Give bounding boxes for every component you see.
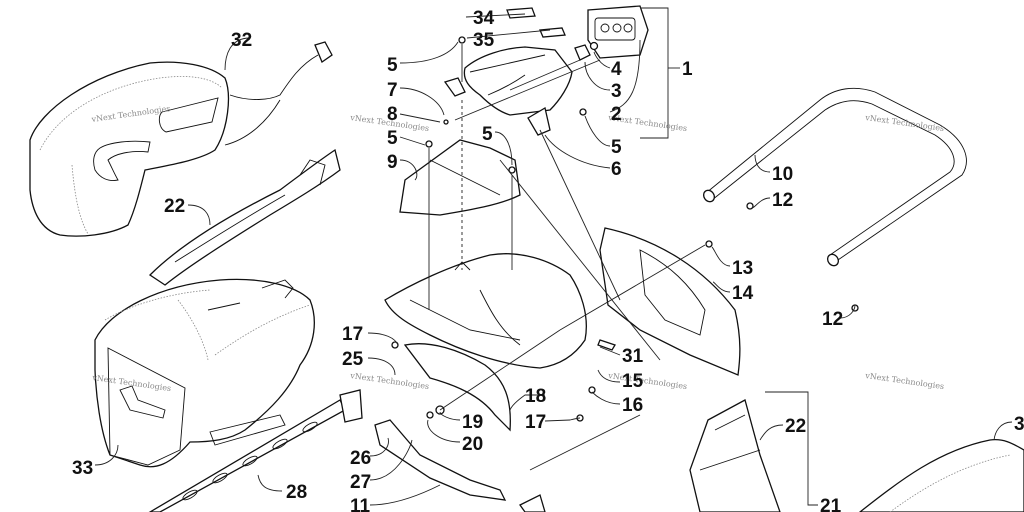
callout-12[interactable]: 12 [822, 309, 843, 330]
callouts: 32 22 33 28 34 35 5 7 8 5 9 5 4 3 2 5 6 … [72, 8, 1024, 512]
callout-32[interactable]: 32 [231, 30, 252, 51]
callout-11[interactable]: 11 [350, 496, 371, 512]
callout-7[interactable]: 7 [387, 80, 398, 101]
watermark: vNext Technologies [864, 113, 945, 133]
callout-22[interactable]: 22 [785, 416, 806, 437]
callout-14[interactable]: 14 [732, 283, 754, 304]
part-cowl [443, 7, 573, 136]
callout-2[interactable]: 2 [611, 104, 622, 125]
callout-34[interactable]: 34 [473, 8, 495, 29]
callout-25[interactable]: 25 [342, 349, 364, 370]
part-21-right-rail [519, 399, 781, 512]
callout-16[interactable]: 16 [622, 395, 643, 416]
part-14-side-panel [599, 227, 741, 376]
callout-17[interactable]: 17 [342, 324, 363, 345]
part-9-bracket [399, 139, 521, 216]
callout-31[interactable]: 31 [622, 346, 644, 367]
part-26-bracket [339, 389, 507, 501]
callout-33[interactable]: 33 [72, 458, 93, 479]
part-33-rear-bag [94, 278, 315, 468]
part-32-tank-bag [29, 41, 333, 237]
part-22-side-rail-left [148, 148, 341, 286]
hardware [391, 36, 859, 422]
callout-20[interactable]: 20 [462, 434, 483, 455]
callout-12[interactable]: 12 [772, 190, 793, 211]
callout-4[interactable]: 4 [611, 59, 622, 80]
callout-5[interactable]: 5 [611, 137, 622, 158]
callout-15[interactable]: 15 [622, 371, 644, 392]
callout-26[interactable]: 26 [350, 448, 371, 469]
callout-21[interactable]: 21 [820, 496, 842, 512]
callout-10[interactable]: 10 [772, 164, 793, 185]
part-1-taillight [574, 5, 649, 61]
callout-13[interactable]: 13 [732, 258, 753, 279]
part-10-grab-bar [703, 87, 967, 267]
callout-28[interactable]: 28 [286, 482, 307, 503]
callout-17[interactable]: 17 [525, 412, 546, 433]
part-3-seat [858, 439, 1024, 512]
callout-5[interactable]: 5 [387, 128, 398, 149]
callout-9[interactable]: 9 [387, 152, 398, 173]
callout-6[interactable]: 6 [611, 159, 622, 180]
alignment-lines [428, 44, 706, 471]
watermark: vNext Technologies [864, 371, 945, 391]
callout-leaders [94, 7, 1013, 506]
callout-3[interactable]: 3 [611, 81, 622, 102]
callout-35[interactable]: 35 [473, 30, 495, 51]
callout-8[interactable]: 8 [387, 104, 398, 125]
callout-18[interactable]: 18 [525, 386, 546, 407]
callout-5[interactable]: 5 [482, 124, 493, 145]
callout-22[interactable]: 22 [164, 196, 185, 217]
callout-1[interactable]: 1 [682, 59, 693, 80]
callout-5[interactable]: 5 [387, 55, 398, 76]
callout-3[interactable]: 3 [1014, 414, 1024, 435]
callout-19[interactable]: 19 [462, 412, 483, 433]
part-18-flap [403, 343, 511, 432]
watermark: vNext Technologies [349, 371, 430, 391]
callout-27[interactable]: 27 [350, 472, 371, 493]
watermark: vNext Technologies [607, 371, 688, 391]
